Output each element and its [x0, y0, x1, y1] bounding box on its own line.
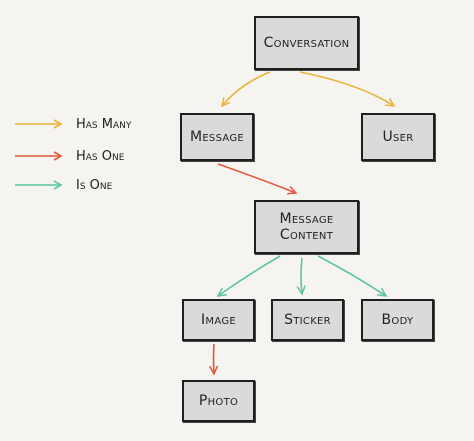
is-one-arrow-icon — [15, 180, 63, 190]
node-photo: Photo — [182, 380, 255, 422]
node-message-label: Message — [189, 128, 245, 145]
legend-has-one-label: Has One — [76, 148, 125, 164]
node-user: User — [361, 113, 435, 161]
has-one-arrow-icon — [15, 151, 63, 161]
node-image: Image — [182, 299, 255, 341]
has-many-arrow-icon — [15, 119, 63, 129]
edge-conversation-message — [222, 71, 271, 106]
edge-image-photo — [214, 343, 215, 374]
node-message-content-line1: Message — [279, 210, 334, 227]
node-user-label: User — [382, 128, 414, 145]
node-sticker-label: Sticker — [284, 311, 331, 328]
node-conversation: Conversation — [254, 16, 359, 70]
legend-has-many: Has Many — [14, 116, 131, 132]
node-message-content: Message Content — [254, 200, 359, 254]
edge-message-content-body — [317, 255, 386, 296]
node-message: Message — [180, 113, 254, 161]
node-body: Body — [361, 299, 434, 341]
edge-message-message-content — [217, 163, 296, 193]
node-image-label: Image — [201, 311, 236, 328]
node-conversation-label: Conversation — [263, 34, 350, 51]
node-message-content-line2: Content — [279, 227, 334, 243]
edge-message-content-sticker — [301, 257, 302, 294]
legend-is-one: Is One — [14, 177, 112, 193]
legend-has-many-label: Has Many — [76, 116, 132, 132]
node-body-label: Body — [381, 311, 414, 328]
edge-conversation-user — [299, 71, 394, 106]
edge-message-content-image — [218, 255, 281, 296]
legend-is-one-label: Is One — [76, 177, 113, 193]
legend-has-one: Has One — [14, 148, 124, 164]
node-sticker: Sticker — [271, 299, 344, 341]
node-photo-label: Photo — [198, 392, 239, 409]
